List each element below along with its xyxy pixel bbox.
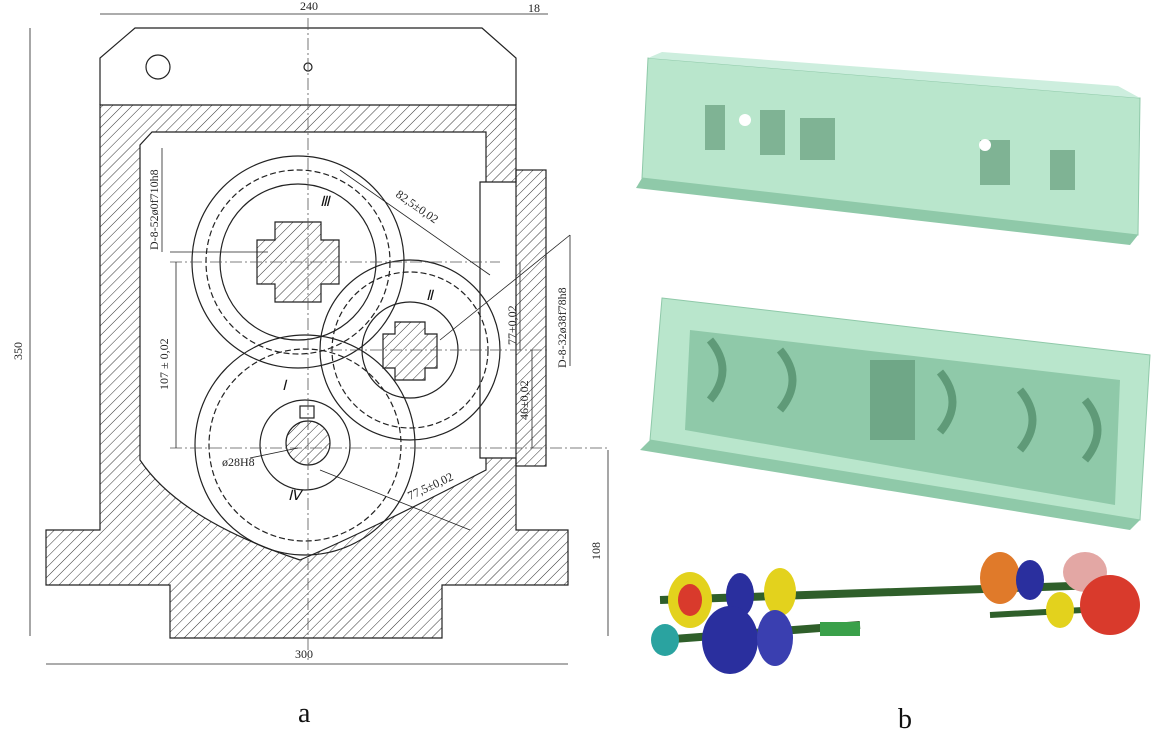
panel-label-a: a [298, 698, 311, 729]
shaft-label-I: Ⅰ [282, 379, 288, 394]
gear-I-outer [194, 334, 416, 556]
shaft-assembly-render [651, 552, 1140, 674]
oil-hole-left [145, 54, 171, 80]
side-cover [515, 169, 547, 467]
dim-bottom-width: 300 [295, 647, 313, 661]
center-lines [170, 18, 610, 660]
housing-render-bottom [640, 297, 1151, 530]
gear-II-spline-hub [382, 321, 438, 381]
dim-top-right: 18 [528, 1, 540, 15]
shaft-key [299, 405, 315, 419]
shaft-label-III: Ⅲ [320, 195, 331, 210]
dim-spline-1: D-8-52ø0f710h8 [147, 169, 161, 250]
dim-top-width: 240 [300, 0, 318, 13]
dim-bore: ø28H8 [222, 455, 255, 469]
housing-section [45, 104, 569, 639]
panel-label-b: b [898, 704, 912, 734]
housing-render-top [636, 52, 1141, 245]
dimension-lines [29, 13, 609, 665]
dim-77: 77±0,02 [505, 305, 519, 345]
housing-top-cap [99, 27, 517, 105]
shaft-label-IV: Ⅳ [288, 489, 304, 504]
dim-107: 107 ± 0,02 [157, 338, 171, 390]
dim-spline-2: D-8-32ø38f78h8 [555, 287, 569, 368]
dim-46: 46±0,02 [517, 380, 531, 420]
cross-section-drawing [29, 13, 610, 665]
dim-base-height: 108 [589, 542, 603, 560]
gear-I-ring [259, 399, 351, 491]
dim-height: 350 [11, 342, 25, 360]
dim-825: 82,5±0,02 [393, 187, 441, 226]
shaft-label-II: Ⅱ [426, 289, 435, 304]
gear-I-inner [208, 348, 402, 542]
